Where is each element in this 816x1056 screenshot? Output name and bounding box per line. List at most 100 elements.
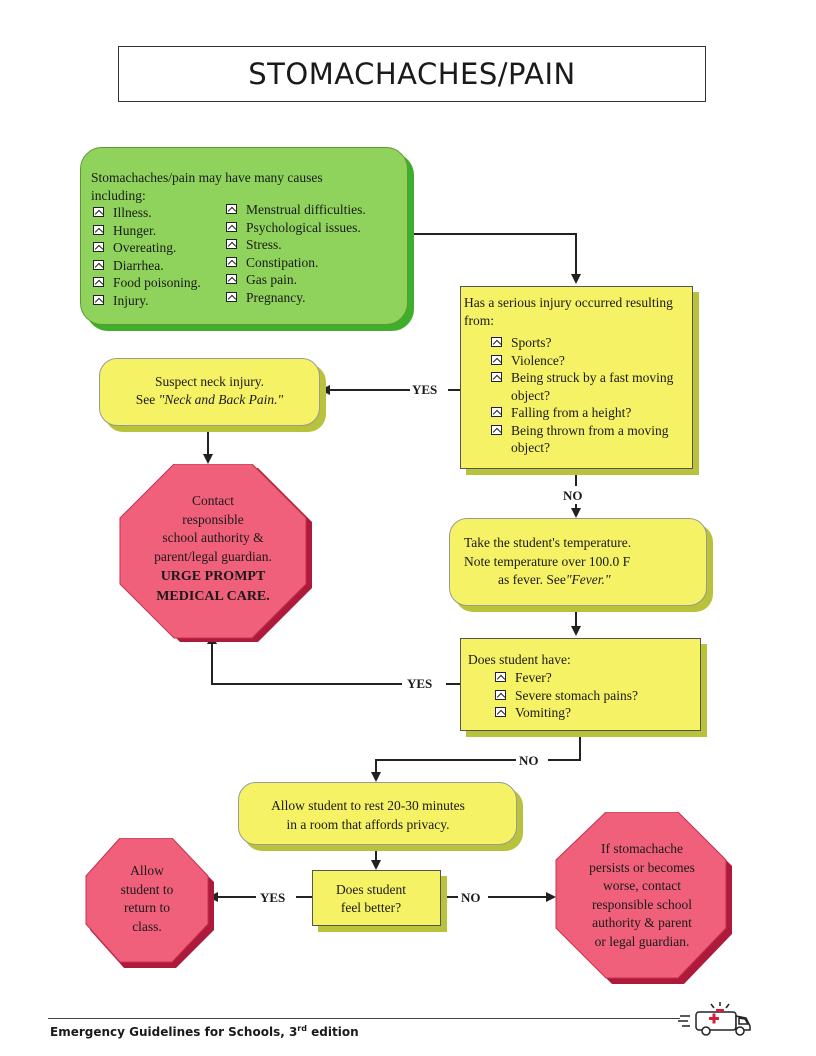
neck-line1: Suspect neck injury. — [155, 374, 264, 389]
checkbox-icon — [226, 274, 237, 284]
checkbox-icon — [93, 277, 104, 287]
checkbox-icon — [491, 372, 502, 382]
list-item: Sports? — [491, 334, 681, 352]
contact-line5: URGE PROMPT — [160, 569, 266, 584]
temp-line1: Take the student's temperature. — [464, 535, 632, 550]
better-line2: feel better? — [340, 900, 402, 915]
causes-right-list: Menstrual difficulties. Psychological is… — [226, 201, 366, 306]
ambulance-icon — [678, 1002, 751, 1036]
no-temp-label: NO — [563, 488, 583, 503]
list-item: Illness. — [93, 204, 201, 222]
list-item: Overeating. — [93, 239, 201, 257]
list-item: Violence? — [491, 352, 681, 370]
footer-divider — [48, 1018, 680, 1019]
list-item: Falling from a height? — [491, 404, 681, 422]
checkbox-icon — [226, 256, 237, 267]
list-item: Stress. — [226, 236, 366, 254]
list-item: Fever? — [495, 669, 695, 687]
checkbox-icon — [93, 294, 104, 305]
arrow-causes-to-injury — [406, 233, 581, 284]
persists-text: If stomachache persists or becomes worse… — [556, 840, 728, 951]
feel-better-box: Does student feel better? — [312, 870, 441, 926]
persists-line1: If stomachache — [600, 841, 684, 856]
checkbox-icon — [226, 221, 237, 232]
contact-text: Contact responsible school authority & p… — [120, 492, 306, 606]
list-item: Being struck by a fast moving object? — [491, 369, 681, 404]
checkbox-icon — [495, 707, 506, 717]
return-line4: class. — [132, 918, 162, 934]
list-item: Diarrhea. — [93, 257, 201, 275]
arrow-no-to-rest — [371, 759, 516, 782]
yes-medical-label: YES — [407, 676, 433, 691]
contact-line4: parent/legal guardian. — [154, 548, 272, 564]
symptoms-list: Fever? Severe stomach pains? Vomiting? — [495, 669, 695, 722]
symptoms-question: Does student have: — [468, 652, 571, 667]
injury-list: Sports? Violence? Being struck by a fast… — [491, 334, 681, 457]
contact-octagon — [119, 464, 312, 642]
rest-line1: Allow student to rest 20-30 minutes — [271, 798, 465, 813]
symptoms-box: Does student have: Fever? Severe stomach… — [460, 638, 701, 731]
neck-link: "Neck and Back Pain." — [158, 392, 284, 407]
list-item: Pregnancy. — [226, 289, 366, 307]
persists-line5: authority & parent — [592, 915, 692, 930]
list-item: Psychological issues. — [226, 219, 366, 237]
list-item: Injury. — [93, 292, 201, 310]
arrow-yes-to-contact — [207, 634, 402, 685]
rest-box: Allow student to rest 20-30 minutes in a… — [238, 782, 517, 845]
list-item: Gas pain. — [226, 271, 366, 289]
fever-link: "Fever." — [565, 572, 611, 587]
checkbox-icon — [93, 242, 104, 252]
neck-line2: See "Neck and Back Pain." — [135, 392, 284, 407]
list-item: Food poisoning. — [93, 274, 201, 292]
temp-line3: as fever. See"Fever." — [498, 572, 611, 587]
contact-line1: Contact — [192, 493, 234, 508]
list-item: Vomiting? — [495, 704, 695, 722]
persists-line4: responsible school — [591, 896, 693, 912]
yes-return-label: YES — [260, 890, 286, 905]
checkbox-icon — [491, 337, 502, 347]
persists-octagon — [555, 812, 732, 984]
persists-line6: or legal guardian. — [594, 933, 690, 949]
causes-left-list: Illness. Hunger. Overeating. Diarrhea. F… — [93, 204, 201, 309]
checkbox-icon — [93, 224, 104, 235]
persists-line3: worse, contact — [603, 878, 681, 893]
title-box: STOMACHACHES/PAIN — [118, 46, 706, 102]
checkbox-icon — [495, 672, 506, 682]
checkbox-icon — [491, 354, 502, 365]
causes-box: Stomachaches/pain may have many causes i… — [80, 147, 408, 325]
return-octagon — [85, 838, 214, 968]
persists-line2: persists or becomes — [589, 859, 695, 875]
checkbox-icon — [226, 204, 237, 214]
return-text: Allow student to return to class. — [86, 862, 208, 936]
checkbox-icon — [93, 259, 104, 270]
list-item: Hunger. — [93, 222, 201, 240]
no-persists-label: NO — [461, 890, 481, 905]
causes-intro: Stomachaches/pain may have many causes i… — [91, 170, 323, 203]
list-item: Constipation. — [226, 254, 366, 272]
page-title: STOMACHACHES/PAIN — [248, 57, 576, 91]
no-rest-label: NO — [519, 753, 539, 768]
contact-line3: school authority & — [162, 530, 264, 545]
checkbox-icon — [491, 407, 502, 417]
list-item: Severe stomach pains? — [495, 687, 695, 705]
temp-line2: Note temperature over 100.0 F — [464, 554, 631, 569]
checkbox-icon — [226, 239, 237, 249]
injury-question-box: Has a serious injury occurred resulting … — [460, 286, 693, 469]
better-line1: Does student — [335, 882, 407, 897]
rest-line2: in a room that affords privacy. — [286, 817, 450, 832]
yes-neck-label: YES — [412, 382, 438, 397]
checkbox-icon — [226, 291, 237, 302]
return-line3: return to — [123, 900, 171, 915]
arrow-symptoms-to-no — [548, 730, 581, 761]
checkbox-icon — [491, 424, 502, 435]
injury-question: Has a serious injury occurred resulting … — [464, 295, 673, 328]
list-item: Menstrual difficulties. — [226, 201, 366, 219]
neck-injury-box: Suspect neck injury. See "Neck and Back … — [99, 358, 320, 426]
return-line1: Allow — [130, 863, 164, 878]
return-line2: student to — [120, 881, 174, 897]
list-item: Being thrown from a moving object? — [491, 422, 681, 457]
contact-line6: MEDICAL CARE. — [156, 588, 270, 604]
checkbox-icon — [495, 689, 506, 700]
checkbox-icon — [93, 207, 104, 217]
